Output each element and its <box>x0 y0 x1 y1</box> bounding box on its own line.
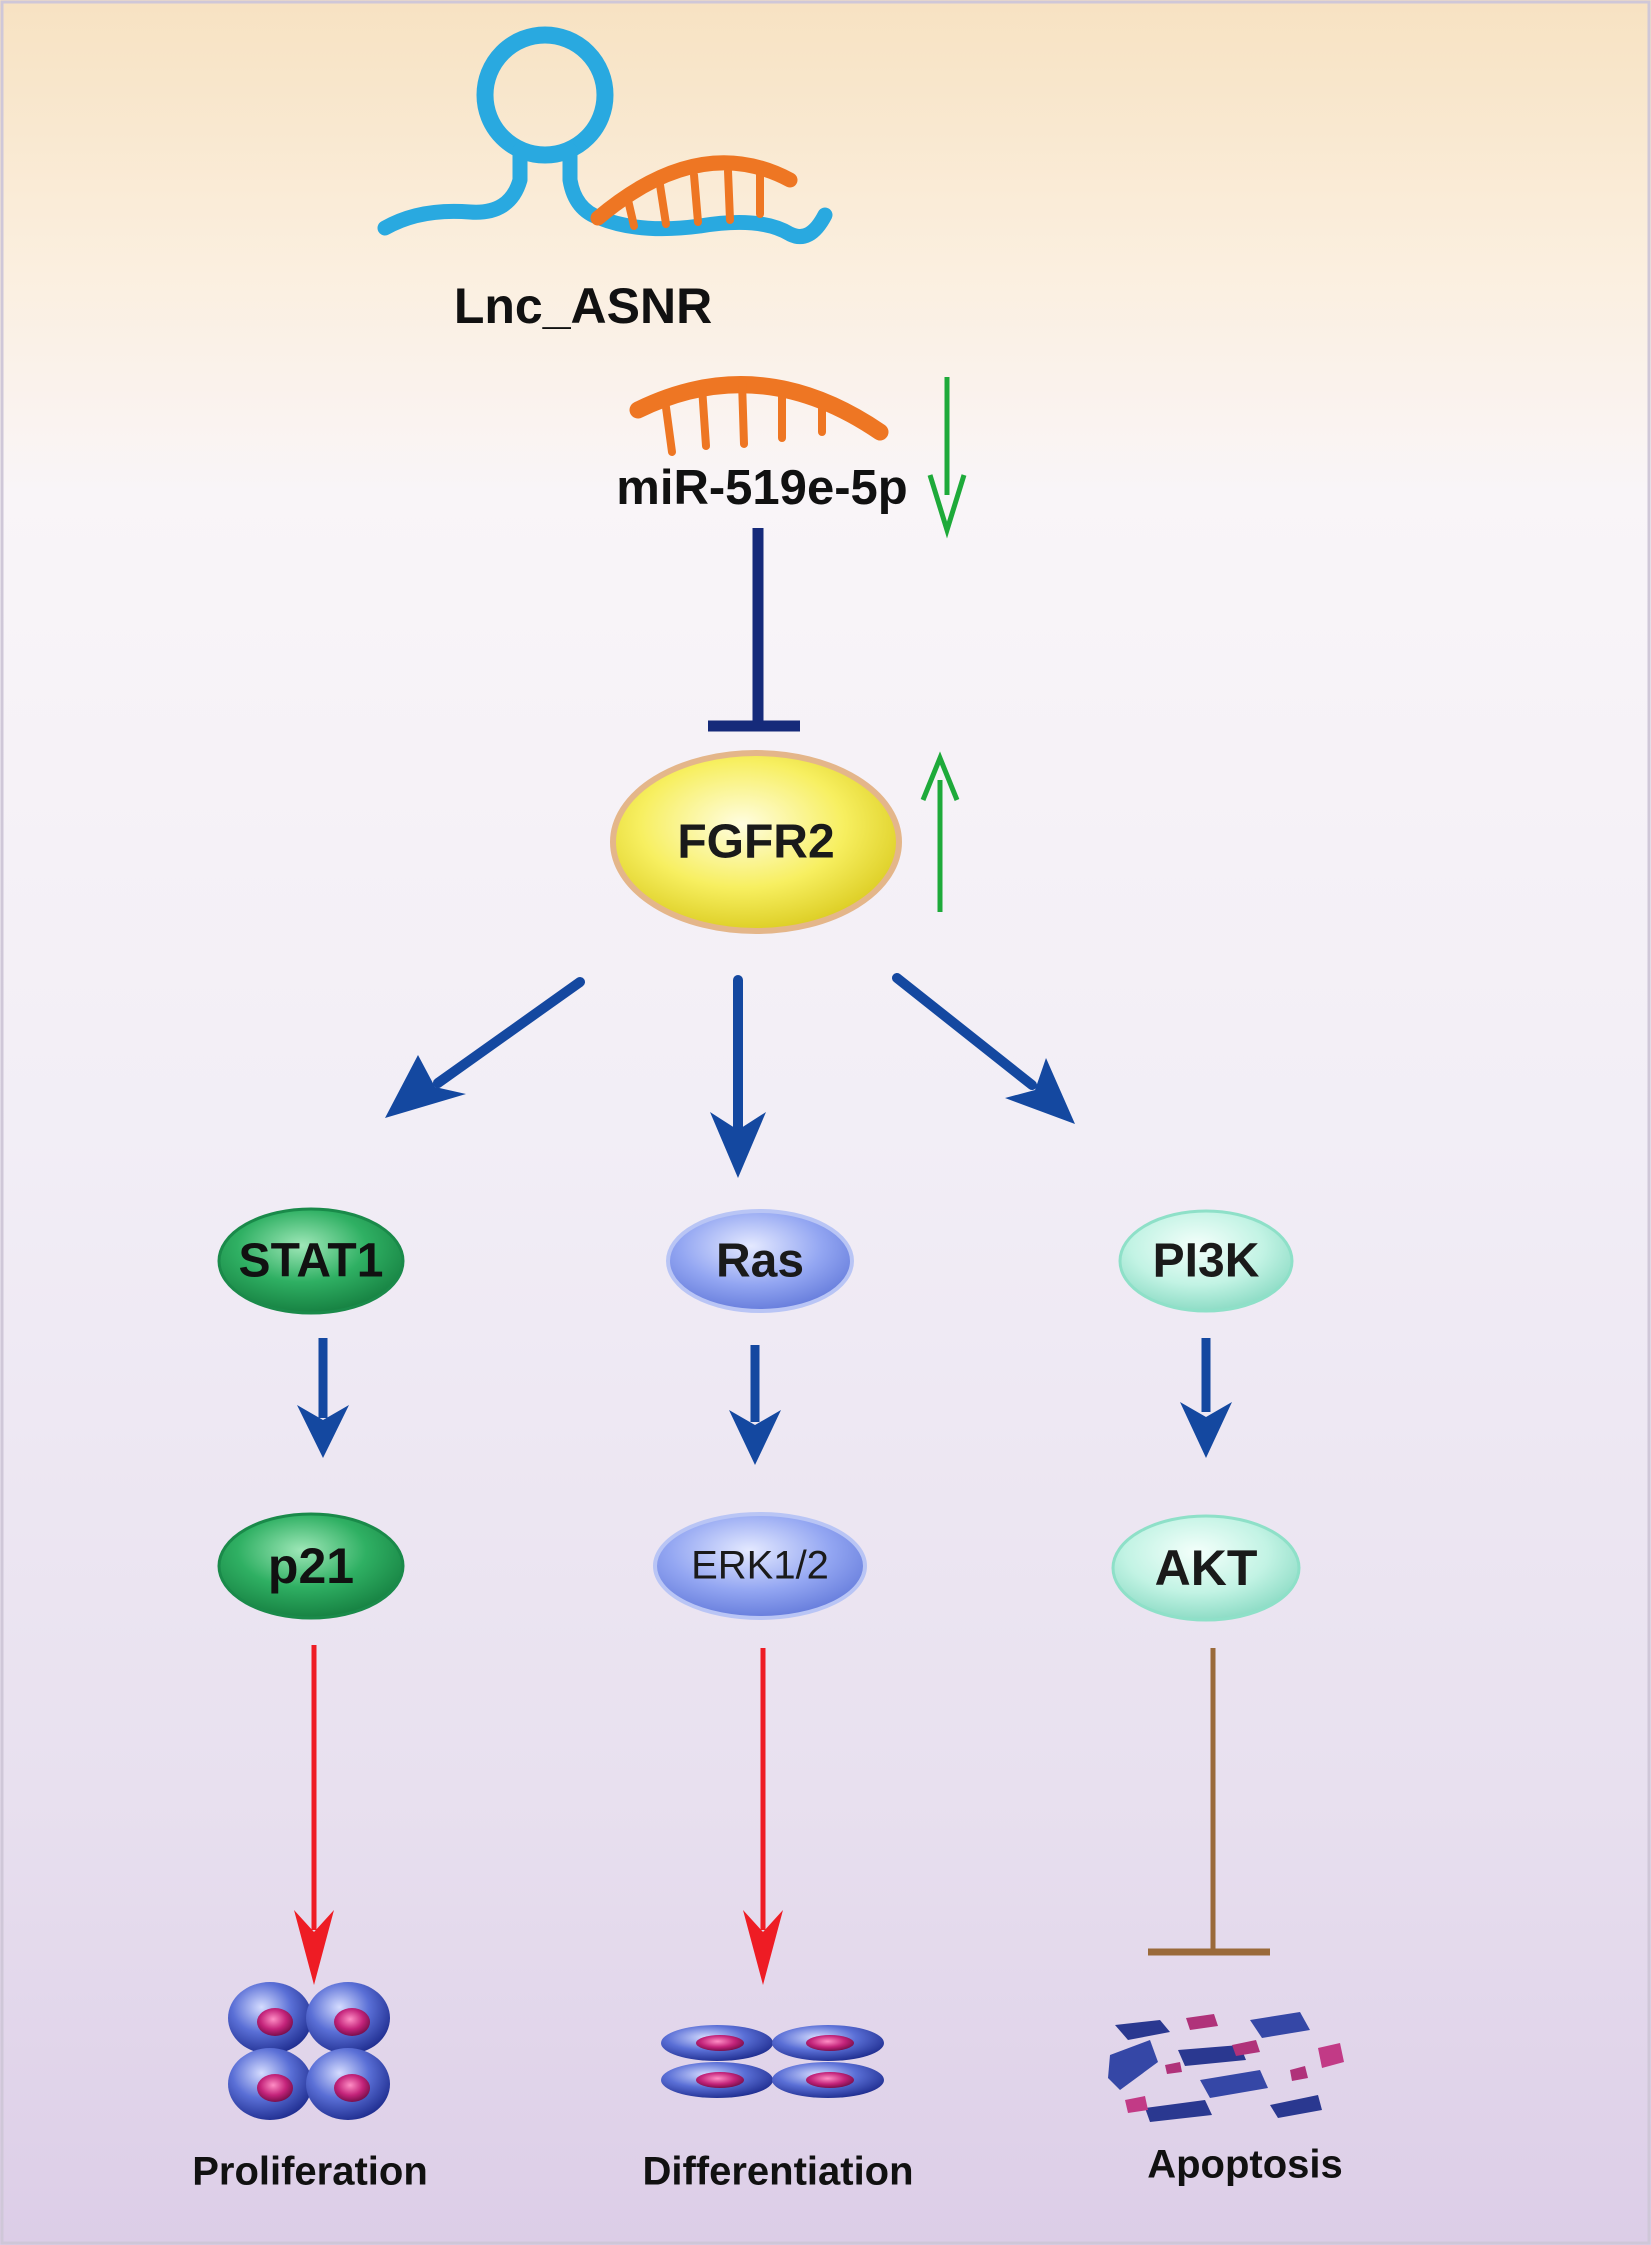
fgfr2-to-stat1-arrow <box>385 977 585 1118</box>
akt-node <box>1111 1514 1301 1622</box>
erk-to-differentiation-arrow <box>743 1648 783 1985</box>
apoptotic-fragments-icon <box>1108 2012 1344 2122</box>
apoptosis-label: Apoptosis <box>1147 2142 1343 2187</box>
p21-node <box>217 1512 405 1620</box>
stat1-node <box>217 1207 405 1315</box>
fgfr2-to-pi3k-arrow <box>892 973 1075 1124</box>
fgfr2-label: FGFR2 <box>677 815 835 869</box>
differentiating-cells-icon <box>661 2025 884 2098</box>
ras-node <box>666 1209 854 1313</box>
mirna-downregulated-arrow-icon <box>927 377 967 539</box>
fgfr2-upregulated-arrow-icon <box>920 751 960 912</box>
p21-label: p21 <box>267 1538 355 1594</box>
pi3k-to-akt-arrow <box>1180 1338 1232 1458</box>
stat1-to-p21-arrow <box>297 1338 349 1458</box>
proliferating-cells-icon <box>228 1982 390 2120</box>
p21-to-proliferation-arrow <box>294 1645 334 1985</box>
ras-label: Ras <box>715 1234 805 1288</box>
fgfr2-to-ras-arrow <box>710 975 766 1178</box>
differentiation-label: Differentiation <box>642 2149 914 2194</box>
erk-label: ERK1/2 <box>691 1543 829 1588</box>
akt-label: AKT <box>1154 1540 1258 1596</box>
lncrna-label: Lnc_ASNR <box>453 278 713 334</box>
mirna-inhibits-fgfr2 <box>708 528 800 732</box>
pi3k-label: PI3K <box>1152 1234 1260 1288</box>
fgfr2-node <box>610 750 902 934</box>
lncrna-hairpin-icon <box>377 26 833 245</box>
mirna-label: miR-519e-5p <box>616 461 908 515</box>
stat1-label: STAT1 <box>238 1234 384 1288</box>
akt-inhibits-apoptosis <box>1148 1648 1270 1956</box>
pi3k-node <box>1118 1209 1294 1313</box>
proliferation-label: Proliferation <box>192 2149 428 2194</box>
erk-node <box>653 1512 867 1620</box>
mirna-strand-icon <box>629 376 889 456</box>
ras-to-erk-arrow <box>729 1345 781 1465</box>
